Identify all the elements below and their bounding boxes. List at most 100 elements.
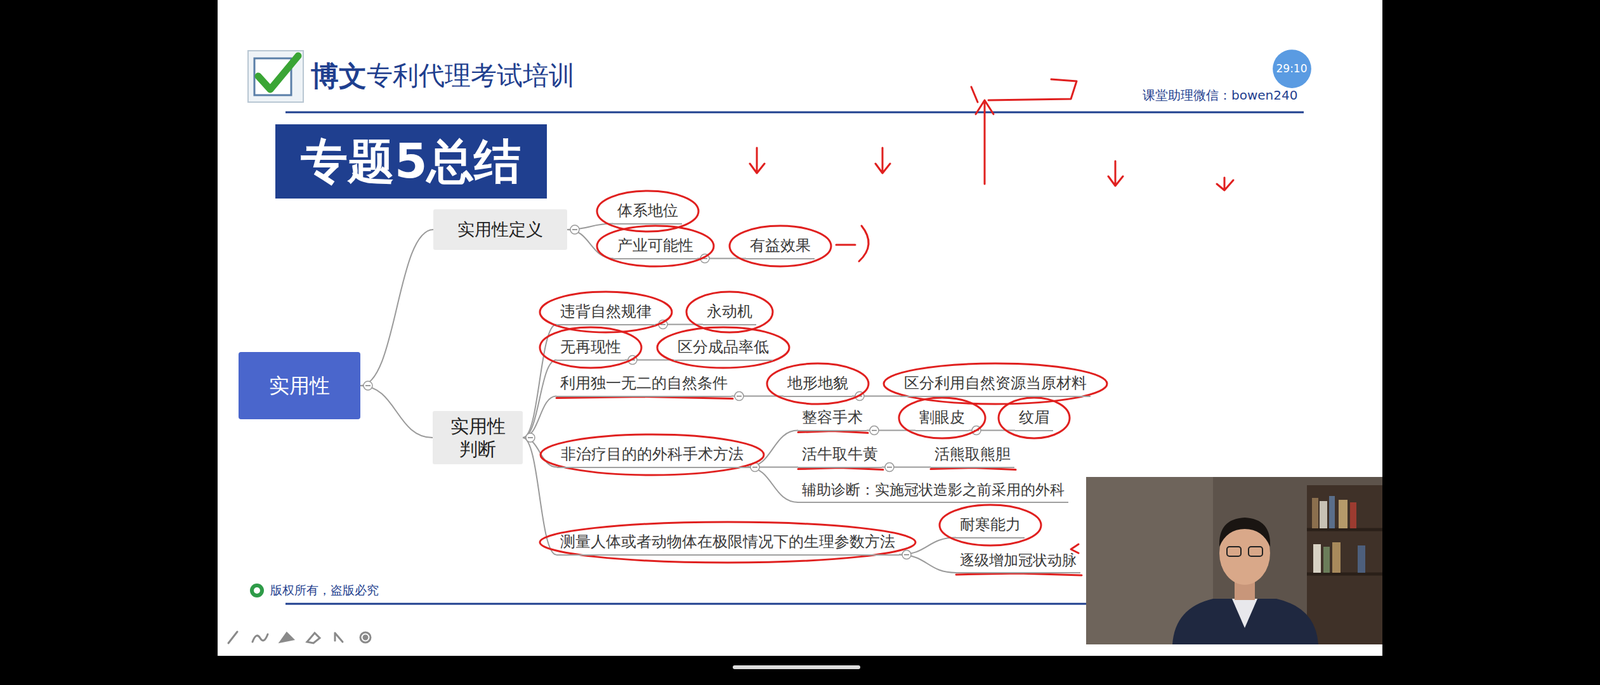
subtopic: 无再现性 (556, 337, 625, 361)
topic-text: 无再现性 (560, 337, 622, 358)
red-bracket (836, 225, 869, 262)
topic-text: 整容手术 (801, 407, 863, 428)
toggle-minus (572, 229, 578, 231)
topic-text: 逐级增加冠状动脉 (959, 551, 1077, 571)
branch-topic: 实用性判断 (432, 411, 523, 466)
book (1323, 546, 1330, 573)
subtopic: 地形地貌 (783, 373, 853, 397)
toggle-minus (736, 395, 742, 398)
branch-line (747, 466, 799, 469)
toggle-minus (527, 437, 533, 439)
subtopic: 利用独一无二的自然条件 (556, 373, 732, 397)
book (1319, 501, 1328, 529)
book (1329, 496, 1335, 529)
red-arrow (875, 147, 891, 174)
hair (1219, 517, 1271, 547)
collapse-toggle (363, 381, 373, 391)
toggle-circle (570, 225, 580, 235)
subtopic: 有益效果 (746, 236, 815, 259)
curve-icon (252, 634, 268, 643)
subtopic: 产业可能性 (613, 236, 698, 259)
subtopic: 逐级增加冠状动脉 (956, 551, 1081, 574)
toolbar (228, 631, 371, 644)
toggle-circle (734, 392, 744, 401)
red-arrow (1216, 177, 1234, 191)
toggle-circle (902, 550, 912, 560)
timer-badge: 29:10 (1272, 48, 1312, 89)
red-circle-mark (539, 327, 642, 368)
red-underline-mark (798, 431, 868, 434)
red-underline-mark (930, 468, 1016, 471)
brand-tagline: 专利代理考试培训 (366, 60, 575, 92)
record-dot (363, 635, 368, 640)
book (1338, 499, 1348, 529)
book (1311, 498, 1319, 529)
subtopic: 区分利用自然资源当原材料 (900, 373, 1091, 397)
topic-text: 有益效果 (749, 236, 811, 256)
subtopic: 活牛取牛黄 (798, 444, 882, 468)
topic-text: 体系地位 (617, 201, 679, 221)
red-circle-mark (998, 397, 1070, 439)
branch-line (360, 229, 434, 386)
branch-line (360, 385, 433, 438)
subtopic: 区分成品率低 (673, 337, 773, 361)
webcam (1086, 477, 1383, 645)
collapse-toggles (363, 225, 981, 560)
topic-text: 区分利用自然资源当原材料 (904, 373, 1087, 394)
branch-line (522, 324, 557, 438)
topic-text: 实用性 (268, 373, 330, 398)
subtopic: 体系地位 (613, 201, 682, 224)
copyright-note: 版权所有，盗版必究 (270, 583, 379, 598)
branch-line (522, 437, 557, 556)
subtopic: 永动机 (702, 301, 757, 325)
shirt (1232, 598, 1258, 629)
topic-text: 产业可能性 (617, 236, 694, 256)
topic-text: 测量人体或者动物体在极限情况下的生理参数方法 (560, 532, 896, 552)
home-indicator (732, 665, 861, 670)
topic-text: 纹眉 (1018, 407, 1050, 428)
pen-icon (228, 631, 238, 644)
subtopic: 非治疗目的的外科手术方法 (557, 444, 748, 468)
suit (1172, 598, 1319, 645)
collapse-toggle (525, 433, 535, 443)
red-underline-mark (556, 397, 733, 400)
footer-logo-dot (253, 587, 261, 594)
red-mark (1070, 544, 1079, 554)
topic-text: 耐寒能力 (959, 515, 1021, 535)
timer-circle-fill (1272, 49, 1312, 89)
topic-text: 实用性定义 (457, 219, 544, 240)
subtopic: 违背自然规律 (556, 301, 656, 325)
glasses (1248, 546, 1263, 557)
collapse-toggle (902, 550, 912, 560)
slide-ground (217, 0, 1383, 656)
branch-line (747, 467, 799, 503)
red-circle-mark (729, 225, 832, 267)
topic-text: 区分成品率低 (677, 337, 769, 358)
subtopic: 纹眉 (1015, 407, 1054, 431)
subtopic: 耐寒能力 (956, 515, 1025, 538)
logo-frame (248, 50, 304, 103)
red-circle-mark (539, 522, 916, 563)
toggle-circle (885, 463, 894, 473)
branch-line (522, 360, 557, 438)
topic-text: 活熊取熊胆 (934, 444, 1011, 465)
bookshelf (1306, 485, 1383, 645)
collapse-toggle (734, 392, 744, 401)
topic-text: 非治疗目的的外科手术方法 (560, 444, 744, 465)
branch-line (522, 396, 557, 438)
collapse-toggle (570, 225, 580, 235)
red-underline-mark (956, 573, 1082, 576)
topic-text: 实用性判断 (449, 414, 507, 462)
red-circle-mark (686, 291, 773, 333)
subtopic: 活熊取熊胆 (930, 444, 1015, 468)
shelf (1306, 572, 1383, 577)
slide-title: 专题5总结 (275, 124, 547, 199)
toggle-minus (886, 466, 892, 469)
red-hook (988, 79, 1077, 101)
collapse-toggle (869, 426, 879, 436)
topic-text: 活牛取牛黄 (801, 444, 879, 465)
subtopic: 测量人体或者动物体在极限情况下的生理参数方法 (556, 532, 899, 556)
red-tick (971, 86, 978, 103)
